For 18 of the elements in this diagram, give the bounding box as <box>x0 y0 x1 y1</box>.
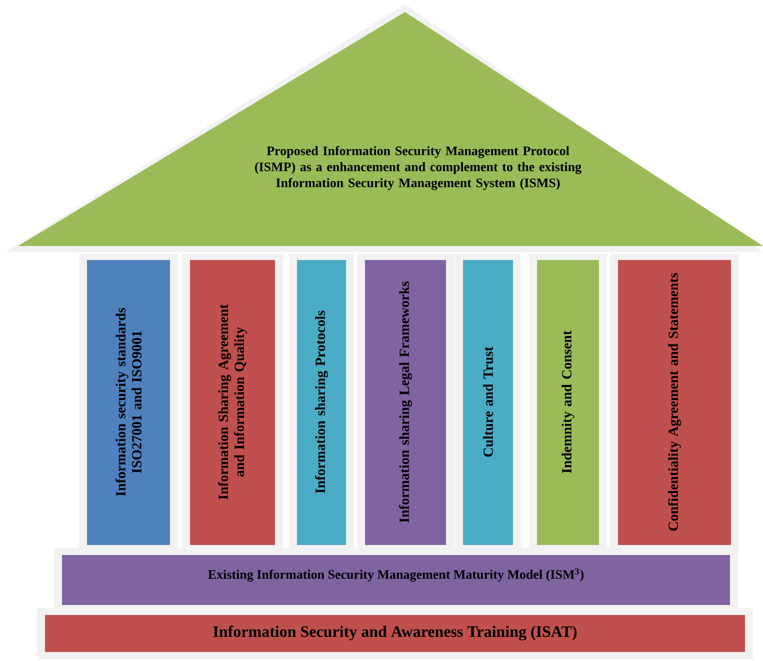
roof-triangle: Proposed Information Security Management Protocol (ISMP) as a enhancement and complement to the existing Information Security Management System (ISMS) <box>5 4 763 252</box>
pillar-box: Information Sharing Agreement and Information Quality <box>182 254 283 552</box>
node-label: Information sharing Legal Frameworks <box>399 281 412 522</box>
node-label: Information Sharing Agreement and Information Quality <box>218 304 247 500</box>
pillar-box: Confidentiality Agreement and Statements <box>610 254 739 552</box>
pillar-box: Culture and Trust <box>455 254 521 552</box>
node-label: Information Security and Awareness Training (ISAT) <box>213 626 577 640</box>
node-label: Culture and Trust <box>483 346 493 457</box>
node-label: Indemnity and Consent <box>562 330 574 474</box>
pillar-box: Information sharing Protocols <box>289 254 354 552</box>
node-label: Confidentiality Agreement and Statements <box>668 272 681 531</box>
pillar-box: Information security standards ISO27001 and ISO9001 <box>79 254 178 552</box>
node-label: Information security standards ISO27001 and ISO9001 <box>116 308 142 496</box>
pillar-box: Information sharing Legal Frameworks <box>357 254 454 552</box>
node-label: Information sharing Protocols <box>315 310 328 494</box>
pillar-box: Indemnity and Consent <box>529 254 607 552</box>
node-label: Existing Information Security Management Maturity Model (ISM$^{3}$) <box>208 568 584 582</box>
base-band: Information Security and Awareness Training (ISAT) <box>37 608 753 659</box>
